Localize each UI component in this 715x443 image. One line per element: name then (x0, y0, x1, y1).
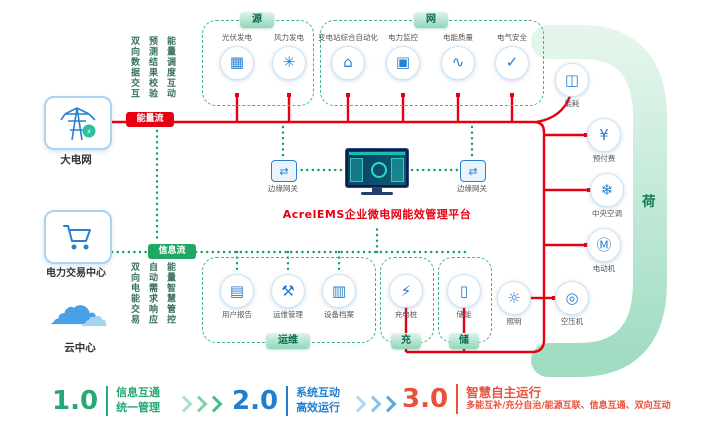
battery-icon: ▯ (459, 281, 469, 300)
edge-gateway-label-left: 边缘网关 (268, 184, 298, 193)
platform-screen (345, 148, 409, 195)
node-motor: Ⓜ 电动机 (569, 228, 639, 274)
node-user-report: ▤ 用户报告 (202, 274, 272, 320)
arrow-chevrons-blue (349, 395, 397, 413)
group-label-load: 荷 (642, 194, 656, 210)
safety-check-icon: ✓ (505, 53, 519, 72)
edge-gateway-label-right: 边缘网关 (457, 184, 487, 193)
substation-icon: ⌂ (343, 53, 353, 72)
info-flow-lines (110, 125, 474, 273)
snowflake-icon: ❄ (600, 180, 614, 199)
shopping-cart-icon (63, 225, 91, 250)
vertical-note-top-1: 双向数据交互 (129, 36, 139, 99)
vertical-note-top-2: 预测结果校验 (147, 36, 157, 99)
node-pv: 光伏发电 ▦ (202, 33, 272, 80)
node-power-monitoring: 电力监控 ▣ (368, 33, 438, 80)
node-om-management: ⚒ 运维管理 (253, 274, 323, 320)
cloud-label: 云中心 (64, 342, 96, 354)
trade-label: 电力交易中心 (46, 268, 106, 279)
charging-icon: ⚡ (400, 281, 412, 300)
legend-version-3: 3.0 (402, 384, 449, 414)
report-icon: ▤ (229, 281, 245, 300)
group-pill-charge: 充 (391, 333, 421, 349)
vertical-note-top-3: 能量调度互动 (165, 36, 175, 99)
legend-item-1: 1.0 信息互通 统一管理 (52, 386, 161, 416)
legend-item-2: 2.0 系统互动 高效运行 (232, 386, 341, 416)
node-power-quality: 电能质量 ∿ (423, 33, 493, 80)
dashboard-screen (348, 151, 406, 185)
energy-flow-lines (108, 95, 590, 354)
edge-gateway-icon: ⇄ (460, 160, 486, 182)
trade-box (44, 210, 112, 264)
group-pill-storage: 储 (449, 333, 479, 349)
node-energy-consumption: ◫ 能耗 (537, 63, 607, 109)
node-central-ac: ❄ 中央空调 (572, 173, 642, 219)
energy-flow-badge: 能量流 (126, 112, 174, 127)
transmission-tower-icon: ⚡ (60, 107, 96, 141)
yuan-icon: ¥ (599, 125, 609, 144)
legend-version-2: 2.0 (232, 386, 279, 416)
legend-version-1: 1.0 (52, 386, 99, 416)
group-pill-network: 网 (414, 12, 448, 28)
node-air-compressor: ◎ 空压机 (537, 281, 607, 327)
node-charging-pile: ⚡ 充电桩 (371, 274, 441, 320)
grid-box: ⚡ (44, 96, 112, 150)
legend-item-3: 3.0 智慧自主运行 多能互补/充分自治/能源互联、信息互通、双向互动 (402, 384, 671, 414)
wind-turbine-icon: ✳ (282, 53, 296, 72)
vertical-note-bottom-3: 能量智慧管控 (165, 262, 175, 325)
group-pill-source: 源 (240, 12, 274, 28)
grid-label: 大电网 (60, 154, 92, 166)
vertical-note-bottom-2: 自动需求响应 (147, 262, 157, 325)
info-flow-badge: 信息流 (148, 244, 196, 259)
node-wind: 风力发电 ✳ (254, 33, 324, 80)
archive-icon: ▥ (331, 281, 347, 300)
platform-title: AcrelEMS企业微电网能效管理平台 (282, 208, 472, 221)
motor-icon: Ⓜ (596, 235, 612, 254)
solar-panel-icon: ▦ (229, 53, 245, 72)
wrench-icon: ⚒ (281, 281, 295, 300)
node-prepaid: ¥ 预付费 (569, 118, 639, 164)
building-icon: ◫ (564, 70, 580, 89)
svg-text:⚡: ⚡ (86, 128, 92, 137)
group-pill-maintain: 运维 (266, 333, 310, 349)
edge-gateway-icon: ⇄ (271, 160, 297, 182)
node-energy-storage: ▯ 储能 (429, 274, 499, 320)
power-monitor-icon: ▣ (395, 53, 411, 72)
node-substation: 变电站综合自动化 ⌂ (313, 33, 383, 80)
node-electrical-safety: 电气安全 ✓ (477, 33, 547, 80)
load-arc-band (531, 25, 667, 377)
lighting-icon: ☼ (507, 288, 521, 307)
compressor-icon: ◎ (565, 288, 579, 307)
cloud-icon: ☁ ☁ (48, 277, 108, 337)
sine-wave-icon: ∿ (451, 53, 465, 72)
node-device-archive: ▥ 设备档案 (304, 274, 374, 320)
arrow-chevrons-green (175, 395, 223, 413)
node-lighting: ☼ 照明 (479, 281, 549, 327)
vertical-note-bottom-1: 双向电能交易 (129, 262, 139, 325)
